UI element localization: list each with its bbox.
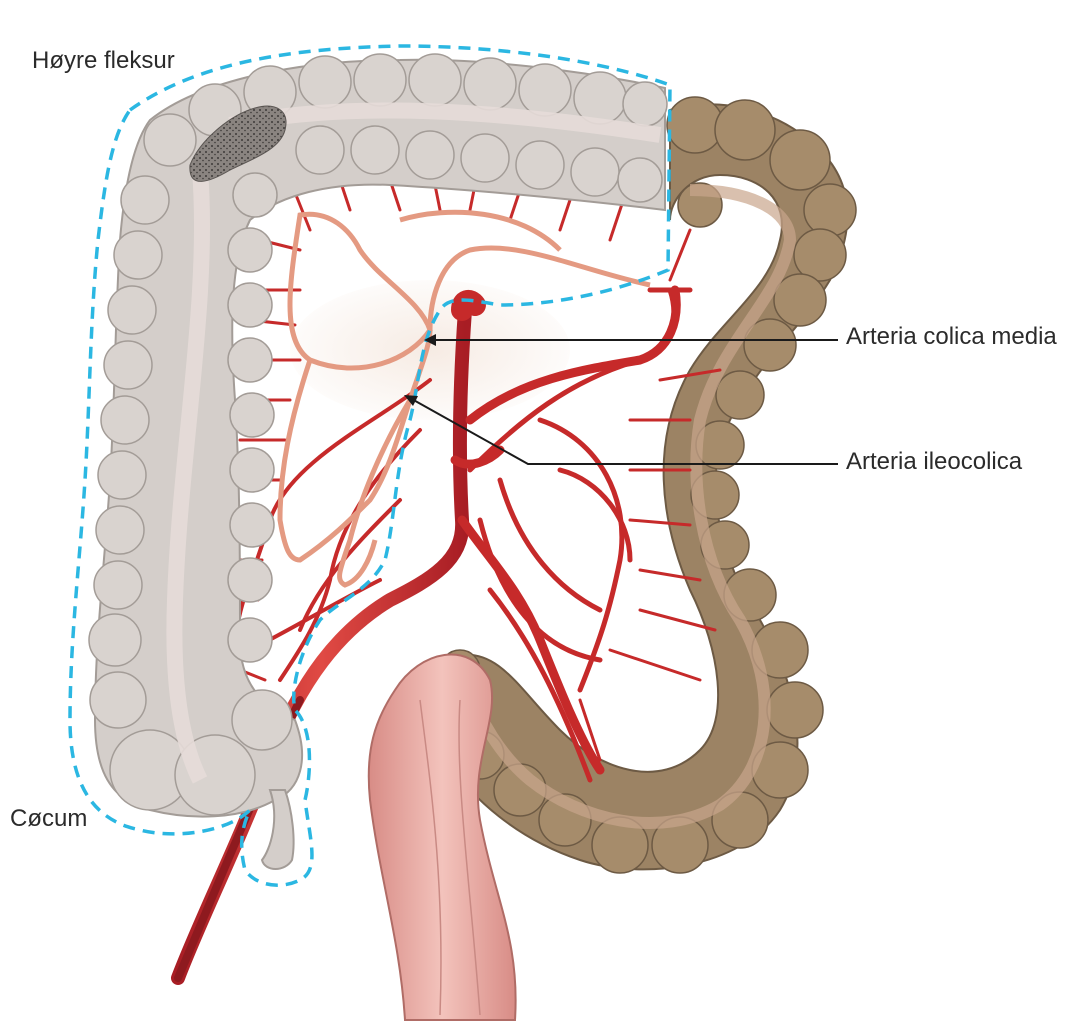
- label-middle-colic-artery: Arteria colica media: [846, 323, 1057, 350]
- tumor: [189, 105, 287, 182]
- label-right-flexure: Høyre fleksur: [32, 47, 175, 74]
- leader-line-ileocolica: [409, 397, 838, 465]
- appendix: [260, 789, 295, 870]
- artery-network: [171, 148, 722, 985]
- mesentery: [290, 280, 570, 420]
- leader-lines: [409, 339, 838, 465]
- descending-colon: [421, 96, 857, 874]
- ascending-colon: [88, 53, 668, 870]
- label-ileocolic-artery: Arteria ileocolica: [846, 448, 1023, 475]
- arrowhead-colica-media: [424, 334, 436, 346]
- label-cecum: Cøcum: [10, 805, 88, 832]
- ligated-vessels: [277, 209, 651, 588]
- arrowhead-ileocolica: [404, 395, 418, 406]
- resection-margin: [68, 44, 672, 887]
- rectum: [367, 653, 517, 1021]
